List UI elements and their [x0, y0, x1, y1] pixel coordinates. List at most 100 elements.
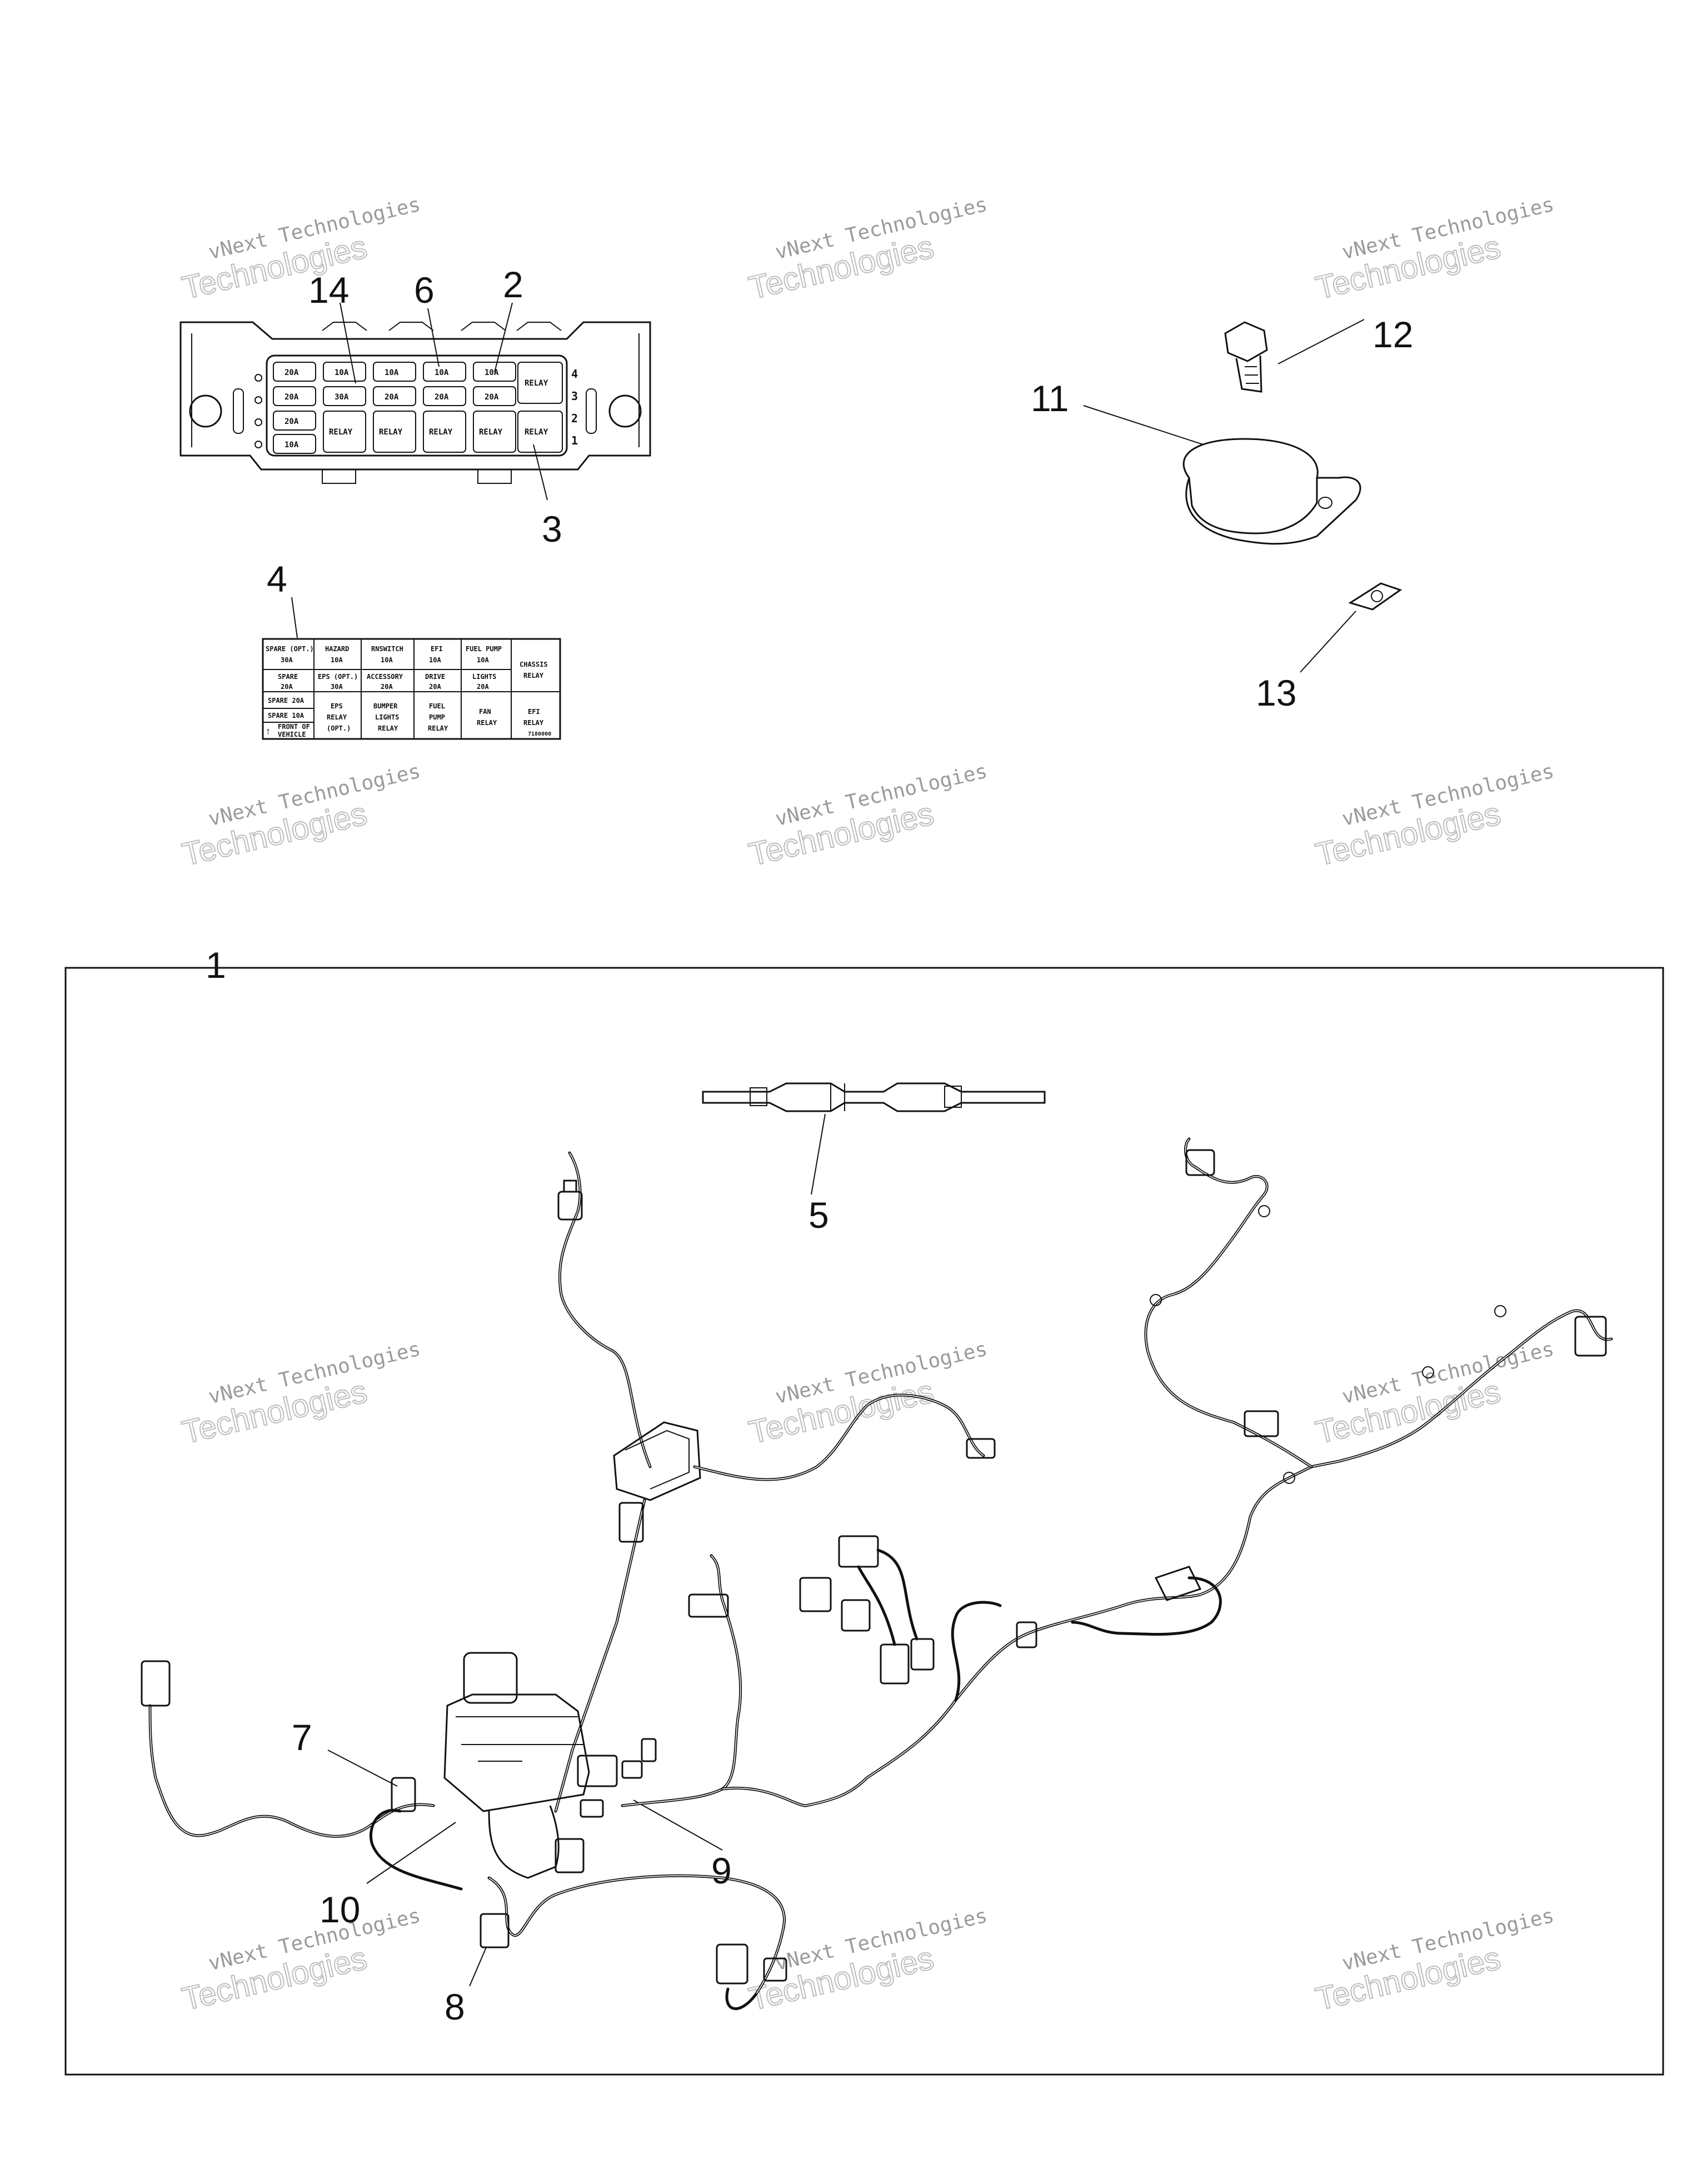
svg-text:10A: 10A	[485, 368, 499, 377]
leader-7	[327, 1750, 398, 1787]
svg-text:RELAY: RELAY	[379, 428, 403, 437]
leader-6	[427, 308, 440, 367]
callout-10: 10	[320, 1889, 360, 1930]
svg-text:10A: 10A	[385, 368, 399, 377]
svg-text:RELAY: RELAY	[378, 724, 398, 732]
svg-text:SPARE (OPT.): SPARE (OPT.)	[266, 645, 314, 653]
leader-2	[494, 302, 513, 373]
watermark-3: Technologies vNext Technologies	[1312, 193, 1556, 307]
svg-text:CHASSIS: CHASSIS	[520, 661, 548, 668]
svg-text:EFI: EFI	[431, 645, 443, 653]
callout-6: 6	[414, 269, 435, 311]
fuse-row-2: 20A 30A 20A 20A 20A	[273, 386, 516, 406]
svg-text:EPS (OPT.): EPS (OPT.)	[318, 673, 358, 681]
svg-text:10A: 10A	[284, 441, 299, 449]
svg-text:SPARE 10A: SPARE 10A	[268, 712, 305, 719]
watermark-6: Technologies vNext Technologies	[1312, 760, 1556, 874]
bolt	[1224, 319, 1365, 393]
svg-text:RELAY: RELAY	[479, 428, 503, 437]
svg-text:10A: 10A	[331, 656, 343, 664]
svg-text:SPARE: SPARE	[278, 673, 298, 681]
svg-text:20A: 20A	[385, 393, 399, 402]
callout-1: 1	[206, 944, 226, 986]
connector-far-right	[1574, 1316, 1607, 1357]
svg-text:↑: ↑	[266, 726, 271, 737]
leader-9	[633, 1800, 723, 1851]
svg-text:20A: 20A	[429, 683, 441, 691]
fuse-row-4: 10A	[273, 434, 316, 454]
svg-text:BUMPER: BUMPER	[373, 702, 398, 710]
svg-text:20A: 20A	[485, 393, 499, 402]
svg-text:20A: 20A	[284, 368, 299, 377]
connector-bottom-left	[716, 1943, 748, 1985]
watermark-2: Technologies vNext Technologies	[745, 193, 990, 307]
svg-text:20A: 20A	[477, 683, 489, 691]
leader-3	[533, 444, 548, 501]
svg-text:SPARE 20A: SPARE 20A	[268, 697, 305, 704]
svg-text:20A: 20A	[284, 393, 299, 402]
connector-mid-2	[799, 1577, 832, 1612]
connector-trunk	[618, 1502, 644, 1543]
watermark-9: Technologies vNext Technologies	[1312, 1338, 1556, 1452]
svg-text:10A: 10A	[381, 656, 393, 664]
leader-10	[366, 1822, 456, 1884]
fuse-row-3: 20A RELAY RELAY RELAY RELAY RELAY	[273, 411, 563, 453]
leader-8	[469, 1947, 487, 1987]
watermark-7: Technologies vNext Technologies	[178, 1338, 423, 1452]
svg-text:RELAY: RELAY	[523, 719, 544, 727]
svg-text:RELAY: RELAY	[429, 428, 453, 437]
svg-text:1: 1	[571, 434, 578, 447]
dash-assembly	[443, 1652, 590, 1879]
callout-8: 8	[445, 1986, 465, 2027]
watermark-12: Technologies vNext Technologies	[1312, 1905, 1556, 2018]
svg-text:10A: 10A	[335, 368, 349, 377]
harness-sleeve	[1154, 1566, 1202, 1601]
watermark-10: Technologies vNext Technologies	[178, 1905, 423, 2018]
svg-text:20A: 20A	[281, 683, 293, 691]
fuse-box-side-numbers: 4 3 2 1	[571, 367, 578, 447]
connector-mid-upper	[688, 1593, 729, 1618]
connector-cluster-item-9	[555, 1738, 723, 1873]
svg-text:RNSWITCH: RNSWITCH	[371, 645, 403, 653]
svg-text:2: 2	[571, 412, 578, 425]
callout-5: 5	[808, 1195, 829, 1236]
clamp-bolt-nut	[1083, 319, 1402, 673]
fuse-row-1: 20A 10A 10A 10A 10A RELAY	[273, 362, 563, 404]
connector-item-8	[480, 1913, 510, 1948]
svg-text:RELAY: RELAY	[523, 672, 544, 679]
watermark-11: Technologies vNext Technologies	[745, 1905, 990, 2018]
watermark-1: Technologies vNext Technologies	[178, 193, 423, 307]
svg-text:30A: 30A	[335, 393, 349, 402]
connector-mid-4	[880, 1643, 910, 1685]
svg-text:RELAY: RELAY	[477, 719, 497, 727]
connector-mid-1	[838, 1535, 879, 1568]
callout-numbers: 1 2 3 4 5 6 7 8 9 10 11 12 13 14	[206, 264, 1413, 2027]
connector-right-top	[966, 1438, 996, 1459]
svg-text:EPS: EPS	[331, 702, 343, 710]
svg-text:FRONT OF: FRONT OF	[278, 723, 310, 731]
leader-11	[1083, 405, 1204, 445]
connector-bottom-right	[763, 1957, 787, 1982]
svg-text:RELAY: RELAY	[525, 428, 548, 437]
svg-text:PUMP: PUMP	[429, 713, 445, 721]
svg-text:HAZARD: HAZARD	[325, 645, 349, 653]
watermarks: Technologies vNext Technologies Technolo…	[178, 193, 1556, 2018]
connector-upper-right	[1185, 1149, 1215, 1176]
connector-upper-dash	[463, 1652, 518, 1704]
watermark-8: Technologies vNext Technologies	[745, 1338, 990, 1452]
connector-item-7	[391, 1777, 416, 1812]
svg-text:20A: 20A	[284, 417, 299, 426]
mounting-hole-right	[608, 394, 642, 428]
svg-text:EFI: EFI	[528, 708, 540, 716]
harness-kit-frame	[64, 967, 1664, 2076]
fuse-label-decal: SPARE (OPT.) 30A HAZARD 10A RNSWITCH 10A…	[262, 597, 561, 740]
svg-text:10A: 10A	[477, 656, 489, 664]
connector-mid-3	[841, 1599, 871, 1632]
svg-text:30A: 30A	[331, 683, 343, 691]
svg-text:VEHICLE: VEHICLE	[278, 731, 306, 738]
callout-3: 3	[542, 508, 562, 549]
svg-text:RELAY: RELAY	[428, 724, 448, 732]
callout-12: 12	[1372, 314, 1413, 355]
svg-text:FUEL: FUEL	[429, 702, 445, 710]
svg-text:FUEL PUMP: FUEL PUMP	[466, 645, 502, 653]
